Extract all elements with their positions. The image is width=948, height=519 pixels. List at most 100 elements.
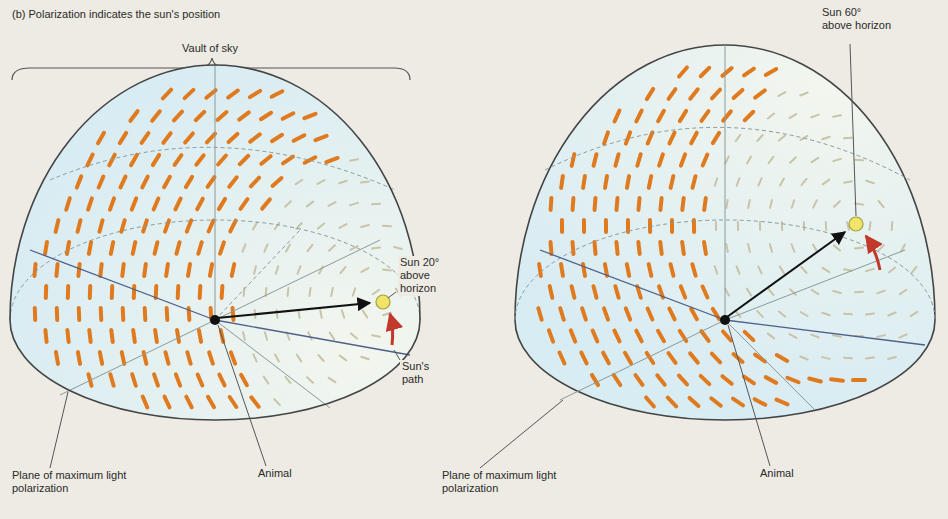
polarization-mark [320, 310, 322, 318]
polarization-mark [154, 286, 159, 298]
polarization-mark [670, 220, 674, 232]
polarization-mark [372, 203, 380, 206]
polarization-mark [812, 158, 819, 162]
polarization-mark [671, 176, 674, 188]
polarization-mark [100, 352, 102, 364]
polarization-mark [792, 200, 794, 208]
polarization-mark [56, 264, 57, 276]
polarization-mark [866, 313, 874, 314]
polarization-mark [770, 244, 772, 252]
polarization-mark [329, 378, 336, 382]
polarization-mark [78, 264, 79, 276]
polarization-mark [646, 397, 654, 406]
polarization-mark [165, 352, 168, 364]
animal-label: Animal [758, 467, 796, 480]
animal-label: Animal [256, 467, 294, 480]
right-dome-lines [515, 45, 935, 410]
polarization-mark [855, 247, 863, 250]
right-dome [515, 45, 935, 420]
polarization-mark [274, 399, 279, 405]
sun-path-arrow [390, 314, 393, 345]
polarization-mark [825, 222, 828, 230]
polarization-mark [187, 220, 191, 231]
polarization-mark [174, 112, 182, 121]
polarization-mark [844, 181, 852, 182]
polarization-mark [133, 330, 135, 342]
polarization-mark [243, 332, 245, 340]
polarization-mark [297, 355, 301, 362]
polarization-mark [912, 267, 917, 273]
polarization-mark [77, 176, 81, 187]
polarization-mark [809, 378, 821, 381]
polarization-mark [165, 308, 170, 320]
polarization-mark [350, 159, 358, 161]
polarization-mark [679, 376, 687, 385]
polarization-mark [834, 201, 840, 207]
polarization-mark [232, 264, 234, 276]
polarization-mark [209, 221, 214, 232]
polarization-mark [769, 157, 774, 163]
polarization-mark [638, 198, 639, 210]
polarization-mark [605, 176, 607, 188]
polarization-mark [659, 154, 663, 165]
polarization-mark [199, 330, 201, 342]
polarization-mark [89, 242, 91, 254]
polarization-mark [779, 92, 786, 96]
polarization-mark [878, 245, 884, 251]
polarization-mark [253, 354, 256, 361]
polarization-mark [561, 176, 563, 188]
polarization-mark [572, 154, 575, 166]
polarization-mark [218, 155, 226, 164]
polarization-mark [177, 330, 179, 342]
plane-label: Plane of maximum light polarization [10, 469, 144, 495]
polarization-mark [133, 242, 136, 254]
polarization-mark [823, 180, 830, 185]
polarization-mark [186, 397, 192, 408]
polarization-mark [692, 176, 695, 188]
polarization-mark [318, 223, 324, 228]
polarization-mark [593, 198, 598, 210]
polarization-mark [702, 111, 709, 121]
polarization-mark [229, 134, 238, 142]
polarization-mark [88, 286, 92, 298]
polarization-mark [711, 398, 720, 405]
polarization-mark [142, 177, 147, 188]
polarization-mark [185, 90, 194, 98]
polarization-mark [165, 220, 169, 231]
polarization-mark [658, 111, 664, 121]
left-dome [10, 65, 420, 420]
polarization-mark [372, 247, 380, 248]
polarization-mark [671, 264, 674, 276]
polarization-mark [153, 155, 159, 165]
polarization-mark [755, 399, 766, 405]
polarization-mark [251, 178, 259, 187]
polarization-mark [99, 176, 104, 187]
polarization-mark [757, 135, 762, 141]
polarization-mark [340, 267, 345, 273]
polarization-mark [100, 264, 101, 276]
polarization-mark [154, 374, 158, 385]
sun-label: Sun 20° above horizon [398, 256, 462, 296]
polarization-mark [132, 198, 136, 209]
polarization-mark [626, 308, 630, 319]
polarization-mark [155, 330, 157, 342]
polarization-mark [736, 135, 741, 141]
polarization-mark [342, 310, 344, 318]
polarization-mark [627, 264, 629, 276]
polarization-mark [725, 288, 729, 295]
polarization-mark [725, 156, 729, 163]
polarization-mark [331, 288, 333, 296]
polarization-mark [308, 332, 311, 339]
polarization-mark [240, 156, 249, 164]
polarization-mark [787, 378, 798, 382]
polarization-mark [550, 286, 553, 298]
polarization-mark [185, 133, 193, 142]
polarization-mark [176, 374, 180, 385]
polarization-mark [668, 353, 675, 363]
polarization-mark [110, 374, 113, 386]
polarization-mark [132, 374, 136, 385]
polarization-mark [626, 220, 630, 232]
polarization-mark [164, 397, 169, 408]
polarization-mark [287, 288, 290, 296]
sun-label: Sun 60° above horizon [820, 6, 894, 32]
